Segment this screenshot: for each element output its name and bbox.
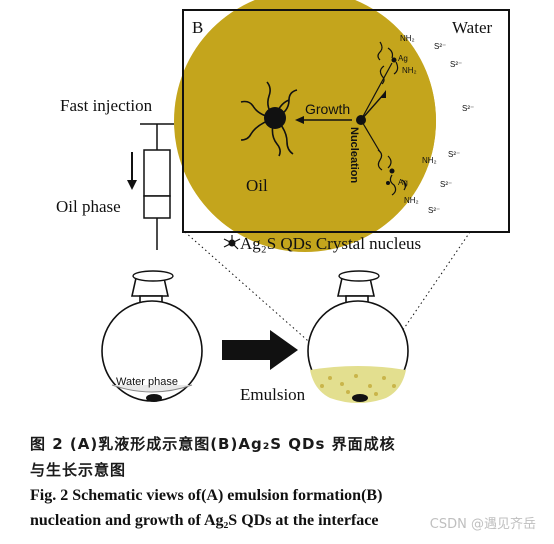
nh2-label-4: NH₂ (404, 196, 419, 205)
s2-label-4: S²⁻ (448, 150, 461, 159)
water-phase-label: Water phase (116, 376, 178, 388)
s2-label-6: S²⁻ (428, 206, 441, 215)
growth-label: Growth (305, 101, 351, 117)
emulsion-layer (310, 366, 406, 403)
legend-nucleus-label: Ag₂S QDs Crystal nucleus (240, 234, 422, 253)
caption-chinese-line-2: 与生长示意图 (30, 461, 127, 479)
caption-english-line-2: nucleation and growth of Ag₂S QDs at the… (30, 512, 379, 529)
schematic-figure: B Water Oil Growth Nucleation NH₂ Ag NH₂… (56, 0, 510, 404)
nh2-label-2: NH₂ (402, 66, 417, 75)
panel-label: B (192, 18, 204, 37)
process-arrow (222, 330, 298, 370)
oil-label: Oil (246, 176, 268, 195)
watermark: CSDN @遇见齐岳 (429, 517, 536, 532)
s2-label-2: S²⁻ (450, 60, 463, 69)
ag-label-1: Ag (398, 54, 408, 63)
nh2-label-1: NH₂ (400, 34, 415, 43)
grown-qd-core (264, 107, 286, 129)
schematic-drawing (101, 0, 510, 403)
s2-label-3: S²⁻ (462, 104, 475, 113)
emulsion-label: Emulsion (240, 385, 306, 404)
oil-phase-label: Oil phase (56, 197, 121, 216)
s2-label-1: S²⁻ (434, 42, 447, 51)
water-label: Water (452, 18, 493, 37)
nh2-label-3: NH₂ (422, 156, 437, 165)
fast-injection-label: Fast injection (60, 96, 153, 115)
syringe (140, 123, 174, 250)
nucleation-label: Nucleation (348, 127, 360, 184)
caption-chinese-line-1: 图 2 (A)乳液形成示意图(B)Ag₂S QDs 界面成核 (30, 435, 396, 453)
ag-label-2: Ag (398, 178, 408, 187)
caption-english-line-1: Fig. 2 Schematic views of(A) emulsion fo… (30, 487, 383, 504)
s2-label-5: S²⁻ (440, 180, 453, 189)
